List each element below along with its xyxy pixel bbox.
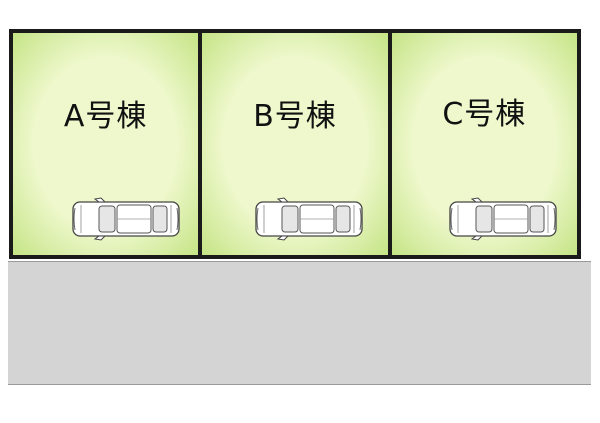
- lot-c-label: C号棟: [442, 97, 527, 132]
- car-icon: [255, 197, 363, 241]
- lot-b-label: B号棟: [253, 99, 337, 134]
- car-icon: [72, 197, 180, 241]
- lot-b: B号棟: [198, 33, 388, 255]
- car-icon: [449, 197, 557, 241]
- road: [8, 261, 591, 385]
- lot-group: A号棟 B号棟: [9, 29, 581, 259]
- lot-c: C号棟: [387, 33, 577, 255]
- lot-a-label: A号棟: [63, 99, 148, 134]
- lot-a: A号棟: [13, 33, 199, 255]
